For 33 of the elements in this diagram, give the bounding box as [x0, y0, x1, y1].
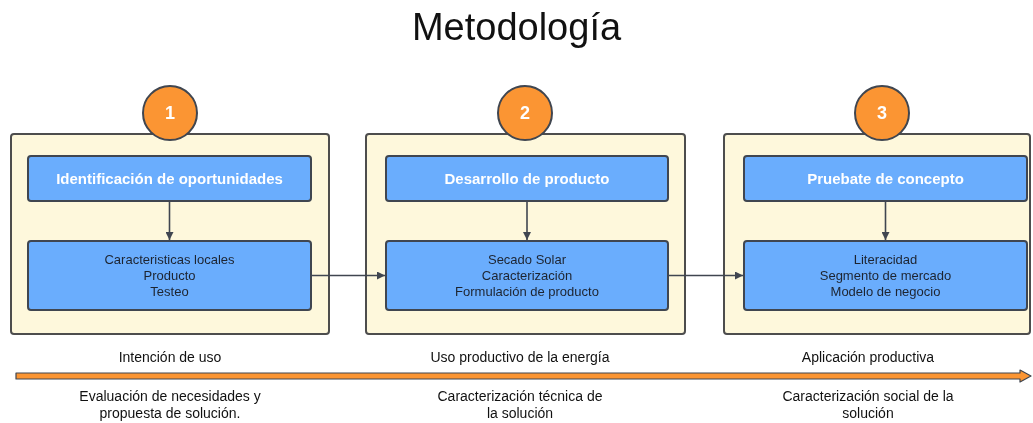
stage-panel — [10, 133, 330, 335]
stage-heading-box: Pruebate de concepto — [743, 155, 1028, 202]
stage-heading-box: Desarrollo de producto — [385, 155, 669, 202]
step-number-circle: 2 — [497, 85, 553, 141]
activity-text: Caracterización — [481, 267, 573, 284]
arrow — [165, 201, 174, 241]
activity-text: Formulación de producto — [455, 283, 599, 300]
phase-label: Aplicación productiva — [800, 349, 936, 366]
activity-text: Caracteristicas locales — [104, 251, 235, 268]
phase-description: Caracterización social de la solución — [781, 388, 955, 422]
activity-text: Testeo — [150, 283, 189, 300]
step-number-circle: 1 — [142, 85, 198, 141]
activity-box — [385, 240, 669, 311]
phase-description: Evaluación de necesidades y propuesta de solución. — [78, 388, 262, 422]
activity-text: Secado Solar — [487, 251, 567, 268]
diagram-title: Metodología — [410, 6, 623, 49]
phase-label: Intención de uso — [117, 349, 223, 366]
stage-panel — [723, 133, 1031, 335]
arrow — [523, 201, 531, 241]
activity-text: Literacidad — [853, 251, 918, 268]
activity-text: Modelo de negocio — [830, 283, 941, 300]
arrow — [668, 271, 744, 280]
activity-box — [743, 240, 1028, 311]
step-number-circle: 3 — [854, 85, 910, 141]
activity-text: Producto — [143, 267, 196, 284]
phase-description: Caracterización técnica de la solución — [436, 388, 604, 422]
activity-box — [27, 240, 312, 311]
stage-heading-box: Identificación de oportunidades — [27, 155, 312, 202]
activity-text: Segmento de mercado — [819, 267, 952, 284]
stage-panel — [365, 133, 686, 335]
arrow — [311, 271, 386, 280]
arrow — [881, 201, 890, 241]
phase-label: Uso productivo de la energía — [429, 349, 611, 366]
